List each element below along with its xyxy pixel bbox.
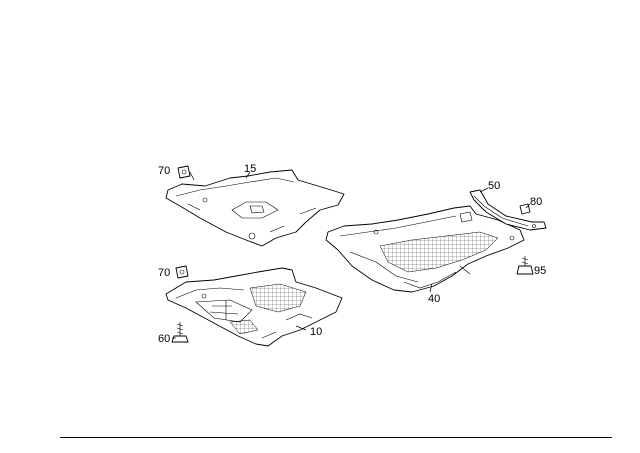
callout-15: 15 <box>244 163 256 175</box>
callout-40: 40 <box>428 293 440 305</box>
part-70-clip-lower <box>175 265 189 279</box>
callout-80: 80 <box>530 196 542 208</box>
part-70-clip-upper <box>177 165 195 181</box>
part-50-bracket <box>469 189 547 231</box>
part-95-bolt <box>516 256 534 275</box>
callout-50: 50 <box>488 180 500 192</box>
callout-95: 95 <box>534 265 546 277</box>
part-60-screw <box>171 322 189 343</box>
callout-70-lower: 70 <box>158 267 170 279</box>
callout-10: 10 <box>310 326 322 338</box>
part-40-panel <box>325 205 525 293</box>
callout-60: 60 <box>158 333 170 345</box>
part-15-panel <box>165 169 345 247</box>
bottom-divider <box>60 437 612 438</box>
callout-70-upper: 70 <box>158 165 170 177</box>
